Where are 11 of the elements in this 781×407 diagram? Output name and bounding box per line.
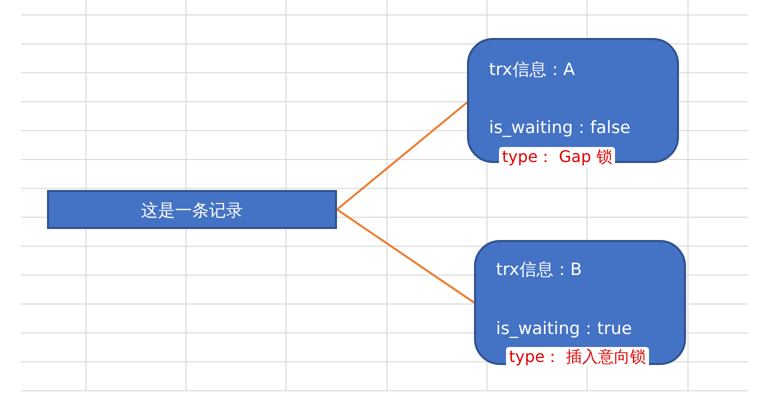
connector-line <box>336 102 468 210</box>
node-text: is_waiting：false <box>489 118 631 138</box>
node-text: trx信息：A <box>489 60 575 80</box>
node-text: is_waiting：true <box>496 319 632 339</box>
connector-line <box>336 208 475 304</box>
node-text: trx信息：B <box>496 260 582 280</box>
lock-type-text: type： Gap 锁 <box>499 147 616 167</box>
record-box <box>47 190 337 229</box>
node-text: 这是一条记录 <box>141 201 243 221</box>
transaction-box <box>474 240 686 365</box>
lock-type-text: type： 插入意向锁 <box>506 347 649 367</box>
